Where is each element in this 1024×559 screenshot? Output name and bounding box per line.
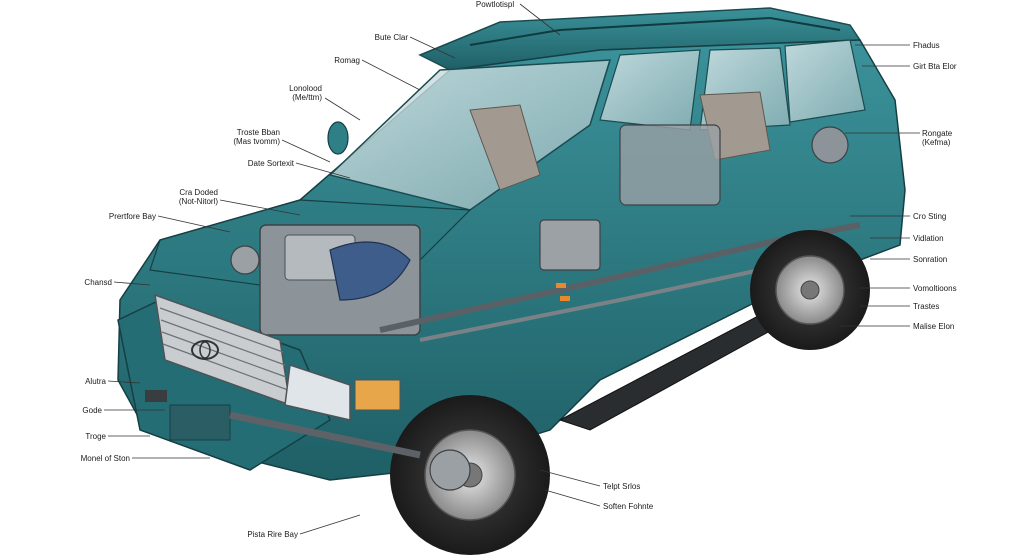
label-right-5: Vidlation — [913, 234, 944, 243]
label-left-6: Cra Doded (Not-Nitorl) — [178, 188, 218, 206]
label-bottom-3: Pista Rire Bay — [247, 530, 298, 539]
transmission — [539, 219, 601, 271]
front-wheel — [390, 395, 550, 555]
rear-quarter-window — [784, 39, 866, 123]
windshield — [328, 59, 612, 211]
label-left-8: Chansd — [84, 278, 112, 287]
label-right-4: Cro Sting — [913, 212, 947, 221]
rear-differential — [811, 126, 849, 164]
front-seat — [469, 104, 541, 191]
label-left-3: Lonolood (Me/ttm) — [289, 84, 322, 102]
label-bottom-2: Soften Fohnte — [603, 502, 654, 511]
label-bottom-1: Telpt Srlos — [603, 482, 641, 491]
rear-wheel — [750, 230, 870, 350]
drive-shaft — [419, 268, 761, 342]
lower-grille — [169, 404, 231, 441]
label-left-9: Alutra — [85, 377, 106, 386]
rear-components — [619, 124, 721, 206]
label-right-1: Fhadus — [913, 41, 940, 50]
brand-emblem — [191, 340, 219, 360]
fog-light — [145, 390, 167, 402]
leader-lines — [104, 3, 920, 535]
label-right-9: Malise Elon — [913, 322, 955, 331]
grille-bars — [159, 307, 289, 391]
side-mirror — [327, 121, 349, 155]
intake-manifold — [329, 241, 411, 301]
label-right-7: Vomoltioons — [913, 284, 957, 293]
label-left-12: Monel of Ston — [80, 454, 130, 463]
roof-rack — [469, 16, 841, 46]
orange-marker-1 — [556, 283, 566, 288]
label-right-3: Rongate (Kefma) — [922, 129, 953, 147]
label-left-5: Date Sortexit — [247, 159, 294, 168]
front-hub — [429, 449, 471, 491]
label-left-10: Gode — [82, 406, 102, 415]
headlight-amber — [354, 379, 401, 411]
label-left-4: Troste Bban (Mas tvomm) — [233, 128, 280, 146]
label-left-7: Prertfore Bay — [108, 212, 156, 221]
label-top-center: Powtlotispl — [475, 0, 515, 9]
label-left-11: Troge — [85, 432, 106, 441]
headlight — [284, 363, 351, 421]
label-right-6: Sonration — [913, 255, 948, 264]
front-shock — [230, 245, 260, 275]
label-right-2: Girt Bta Elor — [913, 62, 957, 71]
label-left-2: Romag — [334, 56, 360, 65]
label-left-1: Bute Clar — [374, 33, 408, 42]
label-right-8: Trastes — [913, 302, 940, 311]
orange-marker-2 — [560, 296, 570, 301]
front-axle — [229, 411, 421, 459]
